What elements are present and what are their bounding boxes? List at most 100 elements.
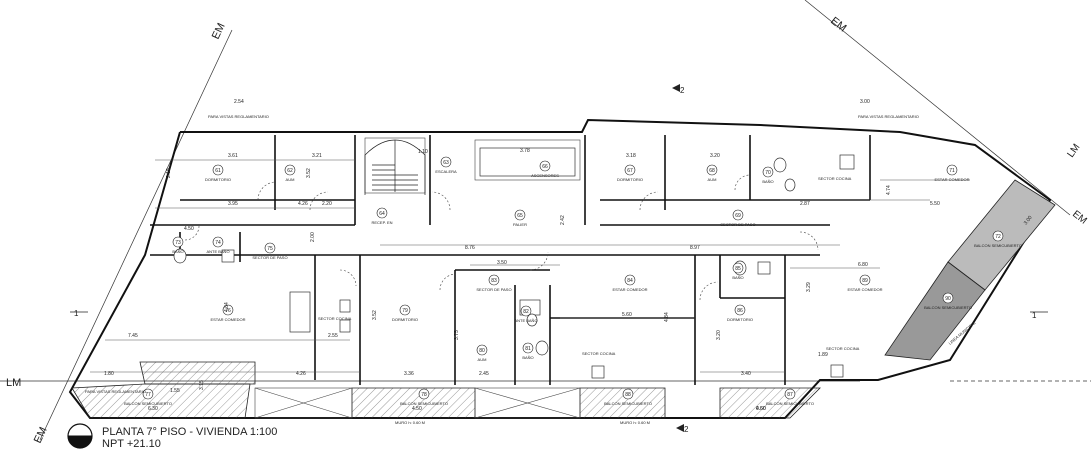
room-number: 73 — [175, 240, 181, 246]
dimension-value: 2.42 — [560, 215, 566, 225]
room-number-circle — [212, 236, 224, 248]
room-number: 62 — [287, 168, 293, 174]
dimension-value: 4.50 — [756, 406, 766, 412]
dimension-value: 4.84 — [664, 312, 670, 322]
fixtures — [173, 147, 855, 379]
em-marker-right: EM — [1070, 209, 1089, 227]
dimension-value: 3.15 — [199, 380, 205, 390]
dimension-value: 3.00 — [860, 99, 870, 105]
room-name: DORMITORIO — [617, 177, 643, 182]
dimension-value: 0.60 — [756, 406, 766, 412]
em-marker-top-left: EM — [210, 21, 228, 41]
room-name: BALCON SEMICUBIERTO — [766, 401, 814, 406]
dimension-value: 2.00 — [310, 232, 316, 242]
dimension-value: 3.61 — [228, 153, 238, 159]
room-name: BAÑO — [522, 355, 533, 360]
room-number-circle — [732, 209, 744, 221]
dimension-value: 8.97 — [690, 245, 700, 251]
dimension-value: 2.45 — [479, 371, 489, 377]
dimension-value: 3.18 — [626, 153, 636, 159]
room-number-circle — [514, 209, 526, 221]
room-name: ANTE BAÑO — [514, 318, 537, 323]
room-number: 79 — [402, 308, 408, 314]
dimension-value: 1.80 — [104, 371, 114, 377]
room-number-circle — [284, 164, 296, 176]
room-number: 65 — [517, 213, 523, 219]
room-number-circle — [624, 164, 636, 176]
room-name: AUM — [286, 177, 295, 182]
room-number-circle — [222, 304, 234, 316]
door-swings — [184, 174, 819, 301]
room-number: 67 — [627, 168, 633, 174]
dimension-value: 4.74 — [886, 185, 892, 195]
lm-marker-right: LM — [1065, 142, 1082, 160]
room-number: 81 — [525, 346, 531, 352]
room-number: 89 — [862, 278, 868, 284]
dimension-value: 4.26 — [296, 371, 306, 377]
dimension-value: 3.20 — [710, 153, 720, 159]
room-number: 78 — [421, 392, 427, 398]
em-marker-bottom-left: EM — [32, 425, 50, 445]
room-number-circle — [706, 164, 718, 176]
room-number: 66 — [542, 164, 548, 170]
room-number: 88 — [625, 392, 631, 398]
em-marker-top-right: EM — [828, 15, 848, 35]
dimension-value: 5.50 — [930, 201, 940, 207]
note-vistas-bottom: PARA VISTAS REGLAMENTARIO — [85, 389, 146, 394]
room-number: 85 — [735, 266, 741, 272]
section-marker-right: 1 — [1032, 311, 1037, 320]
dimension-value: 4.50 — [184, 226, 194, 232]
dimension-value: 5.60 — [622, 312, 632, 318]
room-number: 63 — [443, 160, 449, 166]
dimension-value: 3.52 — [372, 310, 378, 320]
room-name: ESTAR COMEDOR — [847, 287, 882, 292]
room-number: 86 — [737, 308, 743, 314]
dimension-value: 8.76 — [465, 245, 475, 251]
room-number: 77 — [145, 392, 151, 398]
section-marker-left: 1 — [74, 309, 79, 318]
dimension-value: 2.87 — [800, 201, 810, 207]
dimension-value: 1.89 — [818, 352, 828, 358]
dimension-value: 2.55 — [328, 333, 338, 339]
room-number-circle — [622, 388, 634, 400]
dimension-value: 3.75 — [454, 330, 460, 340]
room-number: 71 — [949, 168, 955, 174]
room-name: PALIER — [513, 222, 527, 227]
room-number-circle — [172, 236, 184, 248]
room-number-circle — [440, 156, 452, 168]
room-name: SECTOR DE PASO — [720, 222, 755, 227]
building-outline — [68, 118, 1052, 419]
room-name: DORMITORIO — [392, 317, 418, 322]
plan-title-line1: PLANTA 7° PISO - VIVIENDA 1:100 — [102, 426, 278, 438]
room-name: DORMITORIO — [205, 177, 231, 182]
sector-cocina-label: SECTOR COCINA — [318, 316, 352, 321]
section-marker-top: 2 — [680, 86, 685, 95]
note-muro-right: MURO h: 0.60 M — [620, 420, 650, 425]
dimension-value: 1.55 — [170, 388, 180, 394]
dimension-value: 3.00 — [1023, 215, 1034, 227]
room-number-circle — [732, 262, 744, 274]
room-number: 72 — [995, 234, 1001, 240]
sector-cocina-label: SECTOR COCINA — [818, 176, 852, 181]
room-number: 69 — [735, 213, 741, 219]
plan-title-line2: NPT +21.10 — [102, 438, 161, 450]
dimension-value: 2.20 — [322, 201, 332, 207]
room-name: AUM — [478, 357, 487, 362]
room-name: BALCON SEMICUBIERTO — [974, 243, 1022, 248]
room-number: 74 — [215, 240, 221, 246]
